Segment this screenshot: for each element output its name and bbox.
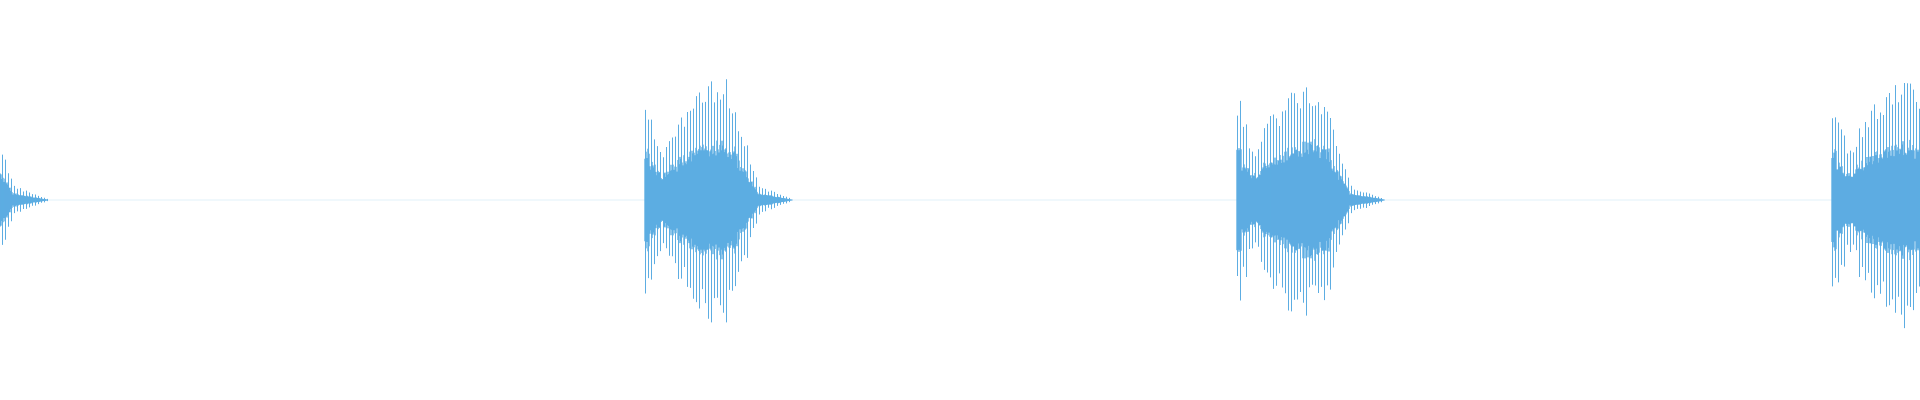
waveform-burst <box>644 79 793 323</box>
waveform-burst <box>1831 82 1920 329</box>
waveform-burst <box>0 154 48 245</box>
waveform-burst <box>1236 87 1385 316</box>
